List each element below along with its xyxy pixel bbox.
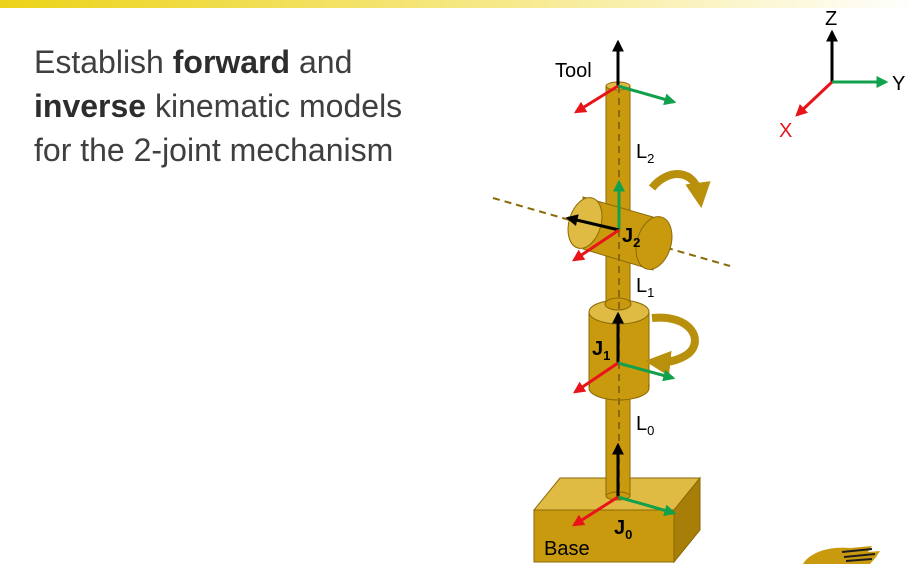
ref-y-label: Y xyxy=(892,73,905,95)
ref-x-label: X xyxy=(779,120,792,142)
link-l1-label: L1 xyxy=(636,275,654,300)
j1-rotation-arrow xyxy=(644,313,699,377)
tool-frame-axes xyxy=(573,39,677,114)
base-block xyxy=(532,476,702,564)
base-label: Base xyxy=(544,538,590,560)
j1-frame-axes xyxy=(573,311,676,394)
reference-frame: Z Y X xyxy=(779,8,905,142)
headline-bold-forward: forward xyxy=(172,44,291,80)
headline-and: and xyxy=(290,44,353,80)
headline-prefix: Establish xyxy=(34,44,173,80)
headline-bold-inverse: inverse xyxy=(34,88,147,124)
j2-rotation-arrow xyxy=(648,170,711,209)
headline-line3: for the 2-joint mechanism xyxy=(34,132,394,168)
joint-j0-label: J0 xyxy=(614,517,632,542)
link-l0-label: L0 xyxy=(636,413,654,438)
tool-label: Tool xyxy=(555,60,592,82)
j0-frame-axes xyxy=(571,442,677,527)
j2-frame-axes xyxy=(565,179,625,262)
joint-j2-label: J2 xyxy=(622,225,640,250)
university-logo-icon xyxy=(803,546,880,564)
ref-z-label: Z xyxy=(825,8,837,30)
link-l2-label: L2 xyxy=(636,141,654,166)
headline-line2-suffix: kinematic models xyxy=(146,88,403,124)
slide-headline: Establish forward and inverse kinematic … xyxy=(34,40,484,172)
joint-j1-label: J1 xyxy=(592,338,610,363)
top-accent-bar xyxy=(0,0,916,8)
